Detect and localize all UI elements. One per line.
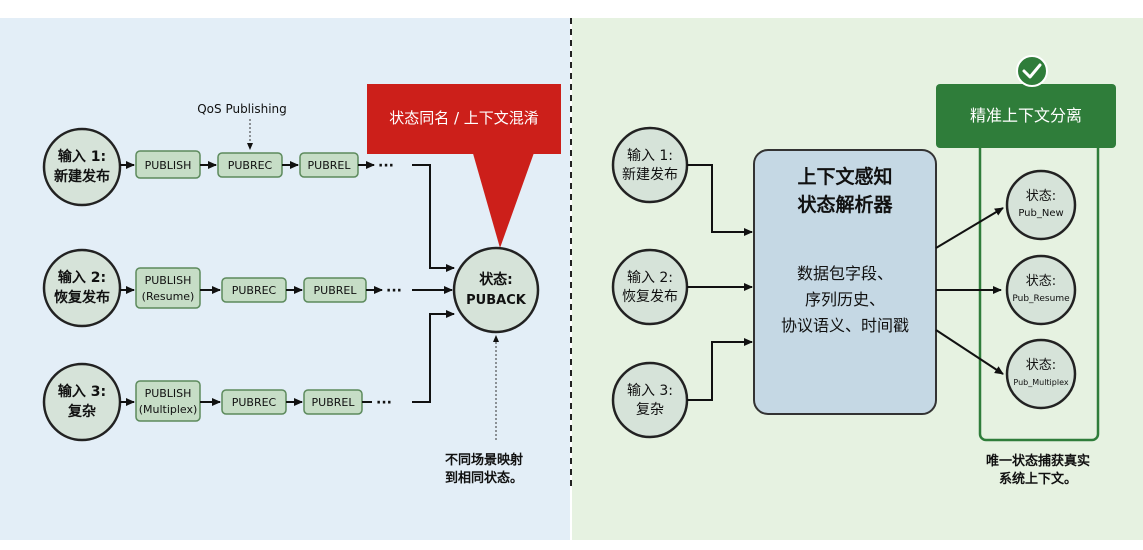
- state-pub-resume: 状态: Pub_Resume: [1005, 254, 1077, 326]
- right-input-3-line1: 输入 3:: [627, 383, 673, 399]
- row3-pubrec-label: PUBREC: [232, 396, 277, 409]
- right-input1-connector: [687, 164, 753, 236]
- right-note-line1: 唯一状态捕获真实: [986, 453, 1090, 469]
- check-icon: [1016, 55, 1048, 87]
- right-input-3: 输入 3: 复杂: [611, 361, 689, 439]
- row3-publish-sub: (Multiplex): [139, 403, 198, 416]
- row1-ellipsis: ···: [378, 158, 394, 174]
- left-row-3: PUBLISH (Multiplex) PUBREC PUBREL ···: [120, 380, 392, 422]
- context-aware-parser: 上下文感知 状态解析器 数据包字段、 序列历史、 协议语义、时间戳: [753, 149, 937, 415]
- left-input-3: 输入 3: 复杂: [42, 362, 122, 442]
- left-input-3-line1: 输入 3:: [58, 383, 106, 400]
- parser-body-line3: 协议语义、时间戳: [781, 316, 909, 335]
- qos-label: QoS Publishing: [197, 102, 287, 116]
- parser-title-line1: 上下文感知: [797, 165, 892, 188]
- left-input-2: 输入 2: 恢复发布: [42, 248, 122, 328]
- callout-box: [367, 84, 561, 154]
- row1-publish-label: PUBLISH: [145, 159, 192, 172]
- state-pub-new-line1: 状态:: [1026, 189, 1056, 204]
- right-input3-connector: [687, 338, 753, 401]
- row2-pubrec-label: PUBREC: [232, 284, 277, 297]
- row3-ellipsis: ···: [376, 395, 392, 411]
- separation-banner-text: 精准上下文分离: [970, 106, 1082, 125]
- left-input-2-line2: 恢复发布: [54, 289, 110, 306]
- puback-state-line2: PUBACK: [466, 293, 527, 308]
- right-input-3-line2: 复杂: [636, 401, 664, 418]
- left-row-1: PUBLISH PUBREC PUBREL ···: [120, 150, 394, 179]
- right-input-1: 输入 1: 新建发布: [611, 126, 689, 204]
- parser-to-state3-arrow: [935, 329, 1004, 375]
- left-row-2: PUBLISH (Resume) PUBREC PUBREL ···: [120, 267, 402, 309]
- state-pub-new: 状态: Pub_New: [1005, 169, 1077, 241]
- row2-pubrel-label: PUBREL: [314, 284, 358, 297]
- row1-to-state-connector: [412, 164, 455, 272]
- state-pub-multiplex-line1: 状态:: [1026, 358, 1056, 373]
- state-pub-multiplex-line2: Pub_Multiplex: [1013, 378, 1068, 387]
- row2-publish-sub: (Resume): [142, 290, 195, 303]
- row3-to-state-connector: [412, 310, 455, 403]
- row2-publish-label: PUBLISH: [145, 274, 192, 287]
- callout-tail: [472, 150, 535, 248]
- separation-banner: [936, 84, 1116, 148]
- puback-state-line1: 状态:: [479, 271, 513, 288]
- left-input-2-line1: 输入 2:: [58, 269, 106, 286]
- parser-title-line2: 状态解析器: [797, 193, 893, 216]
- row2-publish-box: [135, 267, 201, 309]
- parser-body-line2: 序列历史、: [805, 290, 885, 309]
- left-input-3-line2: 复杂: [67, 403, 96, 420]
- right-input-1-line1: 输入 1:: [627, 148, 673, 164]
- state-pub-resume-line1: 状态:: [1026, 274, 1056, 289]
- right-input-2-line2: 恢复发布: [622, 288, 678, 305]
- left-note-line1: 不同场景映射: [445, 452, 523, 468]
- left-input-1-line2: 新建发布: [54, 168, 110, 185]
- left-input-1-line1: 输入 1:: [58, 148, 106, 165]
- left-note-line2: 到相同状态。: [445, 470, 523, 486]
- left-input-1: 输入 1: 新建发布: [42, 127, 122, 207]
- state-pub-resume-line2: Pub_Resume: [1012, 294, 1070, 304]
- parser-to-state1-arrow: [935, 207, 1004, 249]
- callout-text: 状态同名 / 上下文混淆: [389, 109, 539, 127]
- row2-ellipsis: ···: [386, 283, 402, 299]
- puback-state-node: 状态: PUBACK: [452, 246, 540, 334]
- row3-publish-label: PUBLISH: [145, 387, 192, 400]
- state-pub-new-line2: Pub_New: [1018, 208, 1063, 219]
- state-pub-multiplex: 状态: Pub_Multiplex: [1005, 338, 1077, 410]
- row1-pubrec-label: PUBREC: [228, 159, 273, 172]
- right-input-2-line1: 输入 2:: [627, 270, 673, 286]
- parser-body-line1: 数据包字段、: [797, 264, 893, 283]
- row3-pubrel-label: PUBREL: [312, 396, 356, 409]
- right-note-line2: 系统上下文。: [999, 471, 1077, 487]
- right-input-1-line2: 新建发布: [622, 167, 678, 183]
- right-input-2: 输入 2: 恢复发布: [611, 248, 689, 326]
- row1-pubrel-label: PUBREL: [308, 159, 352, 172]
